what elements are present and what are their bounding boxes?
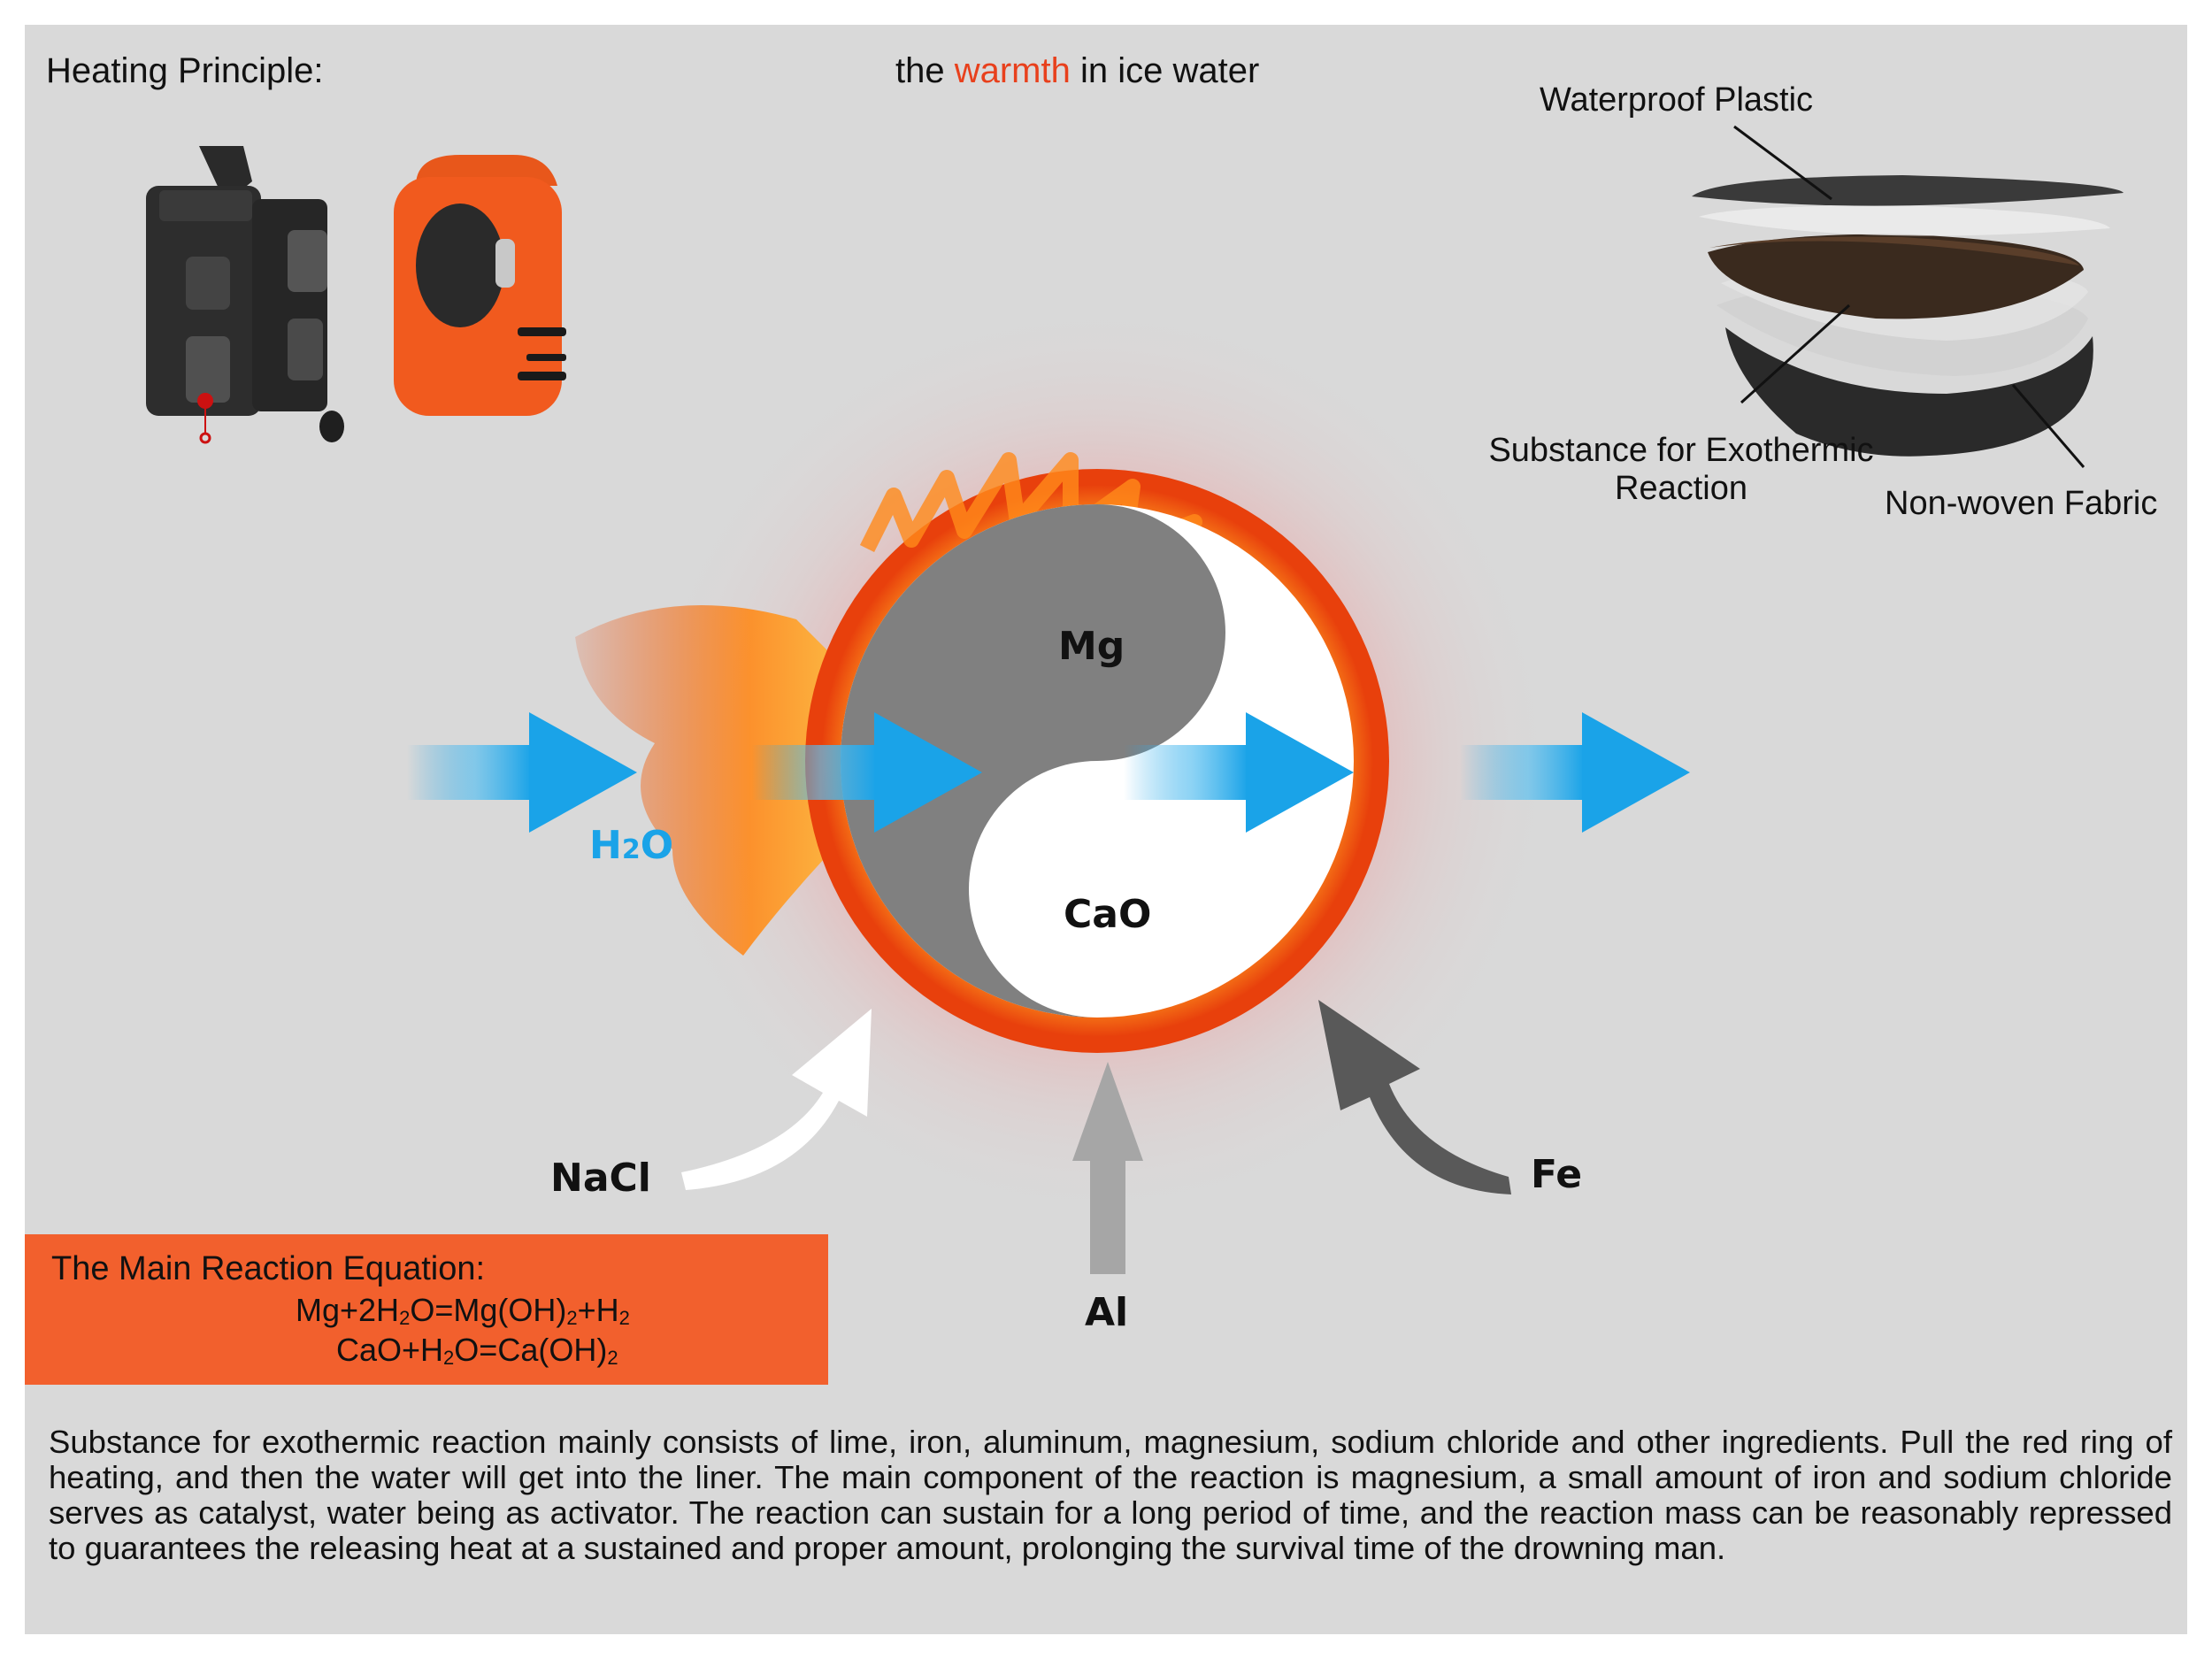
al-arrow-icon — [1072, 1062, 1143, 1274]
water-flow-arrows — [407, 712, 1690, 833]
eq1-a: Mg+2H — [296, 1292, 400, 1328]
label-al: Al — [1085, 1290, 1129, 1335]
h2o-o: O — [640, 823, 674, 868]
yin-yang-icon — [841, 504, 1354, 1018]
label-mg: Mg — [1058, 624, 1125, 669]
water-flow-arrow-icon — [1460, 712, 1690, 833]
eq2-a: CaO+H — [336, 1332, 444, 1368]
eq2-s1: 2 — [443, 1347, 455, 1369]
flame-tail-icon — [575, 605, 867, 956]
label-fe: Fe — [1531, 1152, 1583, 1197]
mg-half — [841, 504, 1225, 1018]
water-flow-arrow-icon — [1124, 712, 1354, 833]
layer-label-middle-line1: Substance for Exothermic — [1488, 432, 1874, 469]
fe-arrow-icon — [1318, 1000, 1511, 1194]
eq1-s2: 2 — [566, 1307, 578, 1329]
title-post: in ice water — [1070, 51, 1260, 90]
equation-heading: The Main Reaction Equation: — [51, 1250, 486, 1287]
eq1-s1: 2 — [399, 1307, 411, 1329]
label-cao: CaO — [1064, 892, 1152, 937]
nacl-arrow-icon — [681, 1009, 872, 1190]
eq2-b: O=Ca(OH) — [454, 1332, 608, 1368]
equation-box: The Main Reaction Equation: Mg+2H2O=Mg(O… — [25, 1234, 828, 1385]
h2o-h: H — [589, 823, 622, 868]
heading: Heating Principle: — [46, 51, 324, 90]
eq1-s3: 2 — [618, 1307, 630, 1329]
water-flow-arrow-icon — [407, 712, 637, 833]
eq1-b: O=Mg(OH) — [410, 1292, 567, 1328]
description-paragraph: Substance for exothermic reaction mainly… — [49, 1424, 2172, 1566]
title-pre: the — [895, 51, 955, 90]
equation-1: Mg+2H2O=Mg(OH)2+H2 — [296, 1292, 630, 1330]
label-nacl: NaCl — [550, 1156, 651, 1201]
eq2-s2: 2 — [607, 1347, 618, 1369]
layer-label-middle: Substance for Exothermic Reaction — [1451, 432, 1911, 508]
h2o-sub: 2 — [621, 834, 641, 865]
title-highlight: warmth — [954, 51, 1071, 90]
layer-label-bottom: Non-woven Fabric — [1885, 485, 2158, 522]
equation-2: CaO+H2O=Ca(OH)2 — [336, 1332, 618, 1370]
layer-label-middle-line2: Reaction — [1615, 470, 1747, 507]
layer-stack-icon — [1692, 125, 2124, 468]
eq1-c: +H — [577, 1292, 619, 1328]
layer-label-top: Waterproof Plastic — [1540, 81, 1814, 119]
label-h2o: H2O — [589, 823, 673, 868]
water-flow-arrow-icon — [752, 712, 982, 833]
orange-life-vest-icon — [394, 155, 566, 416]
black-life-vest-icon — [146, 146, 344, 444]
page-title: the warmth in ice water — [895, 51, 1259, 91]
